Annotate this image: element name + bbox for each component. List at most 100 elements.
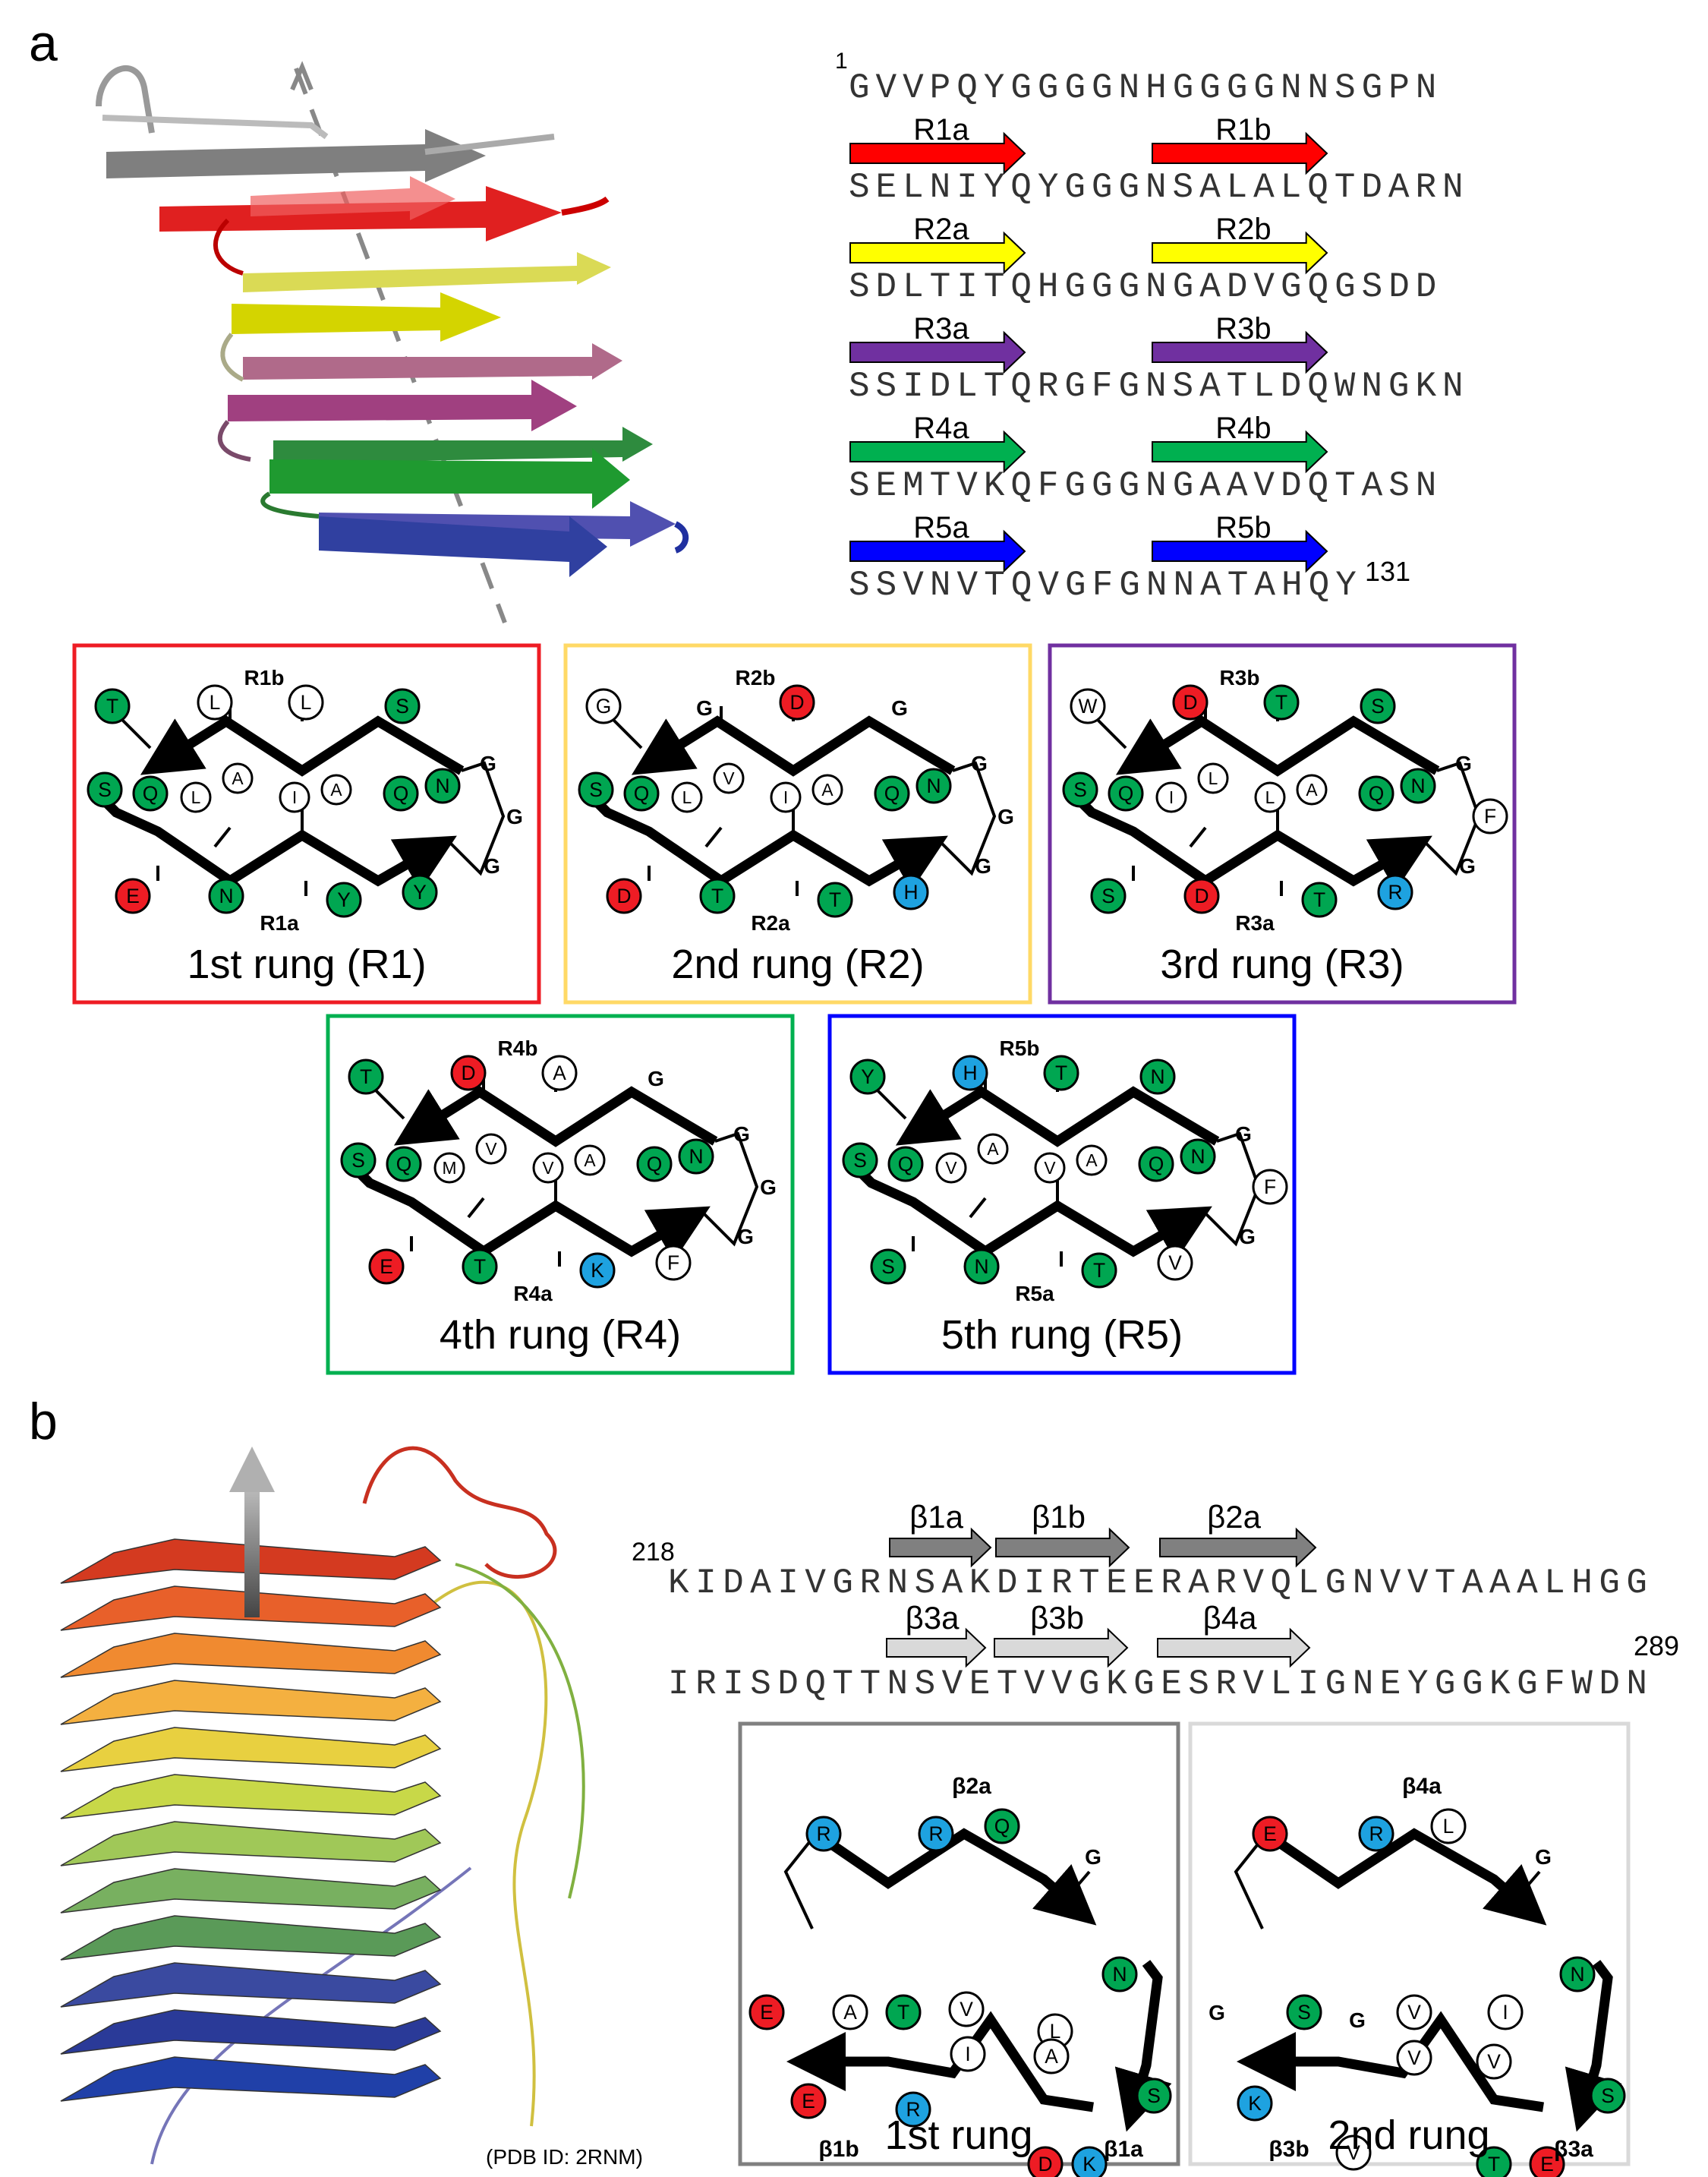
panel-b-structure-illustration: (PDB ID: 2RNM): [60, 1446, 643, 2169]
b-rung-2-res-4-letter: N: [1570, 1963, 1584, 1986]
seq-a-line-6: SSVNVTQVGFGNNATAHQY: [849, 566, 1357, 605]
rung-1-res-rq-letter: Q: [393, 782, 409, 805]
rung-4-res-bot-1-circle: [462, 1248, 498, 1285]
rung-2-res-bot-3-letter: H: [903, 881, 918, 904]
rung-2-res-inner-3-letter: A: [821, 780, 834, 800]
b-rung-1-res-0-circle: [805, 1816, 842, 1852]
b-rung-1-res-11-letter: I: [965, 2043, 970, 2065]
rung-5-res-lq-circle: [887, 1146, 924, 1182]
rung-4-res-rq-circle: [636, 1146, 673, 1182]
rung-3-loop-2: G: [1459, 854, 1476, 878]
rung-1-top-label: R1b: [244, 666, 285, 689]
rung-1-caption: 1st rung (R1): [187, 942, 426, 987]
rung-4-frame: [326, 1014, 795, 1375]
rung-3-res-inner-0-circle: [1155, 781, 1187, 813]
rung-5-res-rq-circle: [1138, 1146, 1174, 1182]
rung-3-res-inner-1-circle: [1197, 762, 1229, 794]
rung-2-top-g-0: G: [696, 696, 713, 720]
rung-3-res-inner-1-letter: L: [1209, 768, 1218, 788]
rung-3-res-bot-0-circle: [1090, 878, 1127, 914]
rung-4-res-lq-letter: Q: [396, 1153, 412, 1175]
b-strand-4: [60, 1727, 442, 1772]
rung-1-res-top-1-circle: [288, 684, 324, 721]
b-rung-2-res-5-letter: S: [1601, 2084, 1615, 2107]
rung-2-res-bot-2-letter: T: [829, 888, 841, 911]
rung-2-res-lq-circle: [623, 775, 660, 812]
rung-1-loop-0: G: [480, 752, 496, 775]
rung-5-res-bot-0-circle: [870, 1248, 906, 1285]
rung-1-res-top-0-letter: L: [210, 691, 221, 714]
rung-3-res-top-1-circle: [1263, 684, 1300, 721]
b-strand-6: [60, 1821, 442, 1866]
rung-5-res-left-letter: S: [853, 1149, 867, 1172]
seq-a-arrow-label-R2b: R2b: [1215, 213, 1271, 246]
b-rung-2-res-11-letter: V: [1407, 2046, 1421, 2069]
rung-1-res-top-1-letter: L: [301, 691, 312, 714]
rung-1-res-bot-1-letter: N: [219, 885, 233, 907]
b-rung-1-res-13-circle: [790, 2083, 827, 2119]
rung-3-res-bot-0-letter: S: [1101, 885, 1115, 907]
b-strand-7: [60, 1868, 442, 1914]
b-rung-1-res-15-letter: D: [1038, 2153, 1052, 2175]
b-rung-2-left-label: β3b: [1268, 2137, 1309, 2162]
rung-5-res-lq-letter: Q: [898, 1153, 914, 1175]
rung-1-res-rq-circle: [383, 775, 419, 812]
seq-a-arrow-R1b: [1152, 131, 1328, 175]
rung-3-top-label: R3b: [1220, 666, 1260, 689]
rung-3-bottom-label: R3a: [1235, 911, 1275, 935]
seq-a-arrow-R2a: [849, 231, 1026, 275]
seq-b-arrow-β3b: [994, 1627, 1129, 1668]
rung-2-bottom-strand: [592, 797, 948, 891]
rung-5-res-left-circle: [842, 1142, 878, 1178]
rung-2-res-lq-letter: Q: [634, 782, 650, 805]
seq-b-end-number: 289: [1634, 1630, 1679, 1661]
rung-5-loop-0: G: [1235, 1122, 1252, 1146]
b-strand-11: [60, 2056, 442, 2102]
rung-1-res-lq-circle: [132, 775, 169, 812]
rung-1-res-bot-3-circle: [402, 874, 438, 910]
seq-b-arrow-label-β3b: β3b: [1030, 1600, 1084, 1636]
rung-3-res-ul-circle: [1070, 688, 1106, 724]
rung-2-res-rn-letter: N: [926, 775, 941, 797]
rung-4-res-bot-1-letter: T: [474, 1255, 486, 1278]
rung-4-res-top-0-circle: [450, 1055, 487, 1091]
pdb-id-note: (PDB ID: 2RNM): [486, 2145, 643, 2169]
rung-3-res-top-2-letter: S: [1371, 695, 1385, 718]
rung-1-loop-1: G: [506, 805, 523, 828]
rung-2-res-ul-circle: [585, 688, 622, 724]
rung-5-loop-1-letter: F: [1264, 1175, 1276, 1198]
rung-5-res-inner-2-letter: V: [1044, 1158, 1056, 1178]
rung-4-res-rq-letter: Q: [647, 1153, 663, 1175]
seq-a-line-1: GVVPQYGGGGNHGGGGNNSGPN: [849, 68, 1436, 108]
rung-2-bottom-label: R2a: [751, 911, 790, 935]
rung-5-res-inner-1-letter: A: [987, 1139, 999, 1159]
rung-5-res-bot-2-circle: [1081, 1252, 1117, 1289]
b-rung-2-res-6: G: [1209, 2001, 1225, 2024]
b-rung-1-res-16-circle: [1071, 2146, 1108, 2177]
seq-b-arrow-label-β3a: β3a: [906, 1600, 960, 1636]
b-rung-2-res-8: G: [1349, 2008, 1366, 2032]
rung-5-res-bot-3-letter: V: [1168, 1251, 1182, 1274]
b-rung-2-res-9-circle: [1396, 1994, 1432, 2030]
seq-b-arrow-label-β4a: β4a: [1203, 1600, 1258, 1636]
rung-4-res-top-1-circle: [541, 1055, 578, 1091]
rung-4-res-inner-2-letter: V: [542, 1158, 554, 1178]
rung-1-res-inner-3-circle: [320, 774, 352, 806]
seq-b-arrow-label-β1b: β1b: [1032, 1499, 1086, 1535]
rung-3-loop-1-letter: F: [1484, 805, 1496, 828]
b-rung-1-res-14-letter: R: [906, 2098, 920, 2121]
seq-a-arrow-label-R4b: R4b: [1215, 412, 1271, 445]
b-rung-2-res-3: G: [1535, 1845, 1552, 1869]
rung-5-res-rn-letter: N: [1190, 1145, 1205, 1168]
rung-2-loop-0: G: [971, 752, 988, 775]
rung-2-res-inner-1-circle: [713, 762, 745, 794]
b-rung-1-res-16-letter: K: [1082, 2153, 1096, 2175]
rung-2-frame: [563, 643, 1032, 1005]
rung-4-res-bot-3-letter: F: [667, 1251, 679, 1274]
rung-1-res-ul-letter: T: [106, 695, 118, 718]
rung-1-res-top-2-letter: S: [395, 695, 409, 718]
rung-1-res-bot-0-circle: [115, 878, 151, 914]
b-rung-2-res-7-letter: S: [1297, 2001, 1311, 2024]
b-rung-2-res-1-circle: [1358, 1816, 1394, 1852]
